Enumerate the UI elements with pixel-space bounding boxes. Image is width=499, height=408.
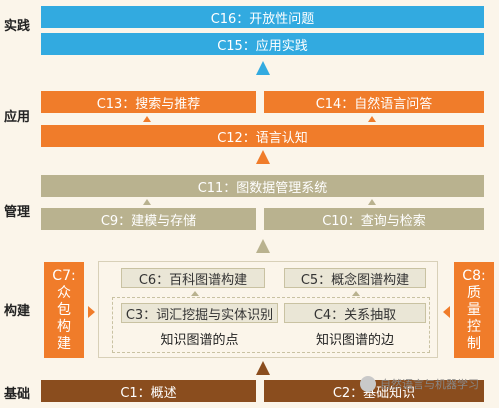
c7-label-0: C7:	[52, 267, 76, 284]
c8-label-3: 控	[467, 318, 481, 335]
c8-label-4: 制	[467, 335, 481, 352]
watermark-text: 自然语言与机器学习	[380, 378, 479, 391]
caption-kg-points: 知识图谱的点	[160, 332, 239, 348]
arrow-up-icon	[143, 116, 151, 122]
c8-label-0: C8:	[462, 267, 486, 284]
level-label-construction: 构建	[4, 303, 31, 319]
c9-modeling-storage: C9：建模与存储	[41, 208, 256, 230]
inner-dashed-frame	[112, 297, 430, 353]
c1-overview: C1：概述	[41, 380, 256, 402]
arrow-up-icon	[256, 239, 270, 253]
c6-encyclopedia-graph-construction: C6：百科图谱构建	[121, 268, 265, 288]
c2-fundamentals: C2：基础知识	[264, 380, 484, 402]
c14-nl-question-answering: C14：自然语言问答	[264, 91, 484, 113]
c10-query-retrieval: C10：查询与检索	[264, 208, 484, 230]
arrow-up-icon	[352, 291, 360, 296]
level-label-foundation: 基础	[4, 386, 31, 402]
c5-concept-graph-construction: C5：概念图谱构建	[284, 268, 426, 288]
watermark: 自然语言与机器学习	[360, 376, 479, 392]
c3-lexical-mining-entity-recognition: C3：词汇挖掘与实体识别	[121, 303, 278, 323]
c8-label-1: 质	[467, 284, 481, 301]
c15-application-practice: C15：应用实践	[41, 33, 484, 55]
arrow-up-icon	[191, 291, 199, 296]
c16-open-problems: C16：开放性问题	[41, 6, 484, 28]
c7-label-2: 包	[57, 301, 71, 318]
wechat-logo-icon	[360, 376, 376, 392]
c4-relation-extraction: C4：关系抽取	[284, 303, 426, 323]
arrow-up-icon	[368, 199, 376, 205]
c7-label-3: 构	[57, 318, 71, 335]
level-label-management: 管理	[4, 204, 31, 220]
c7-label-4: 建	[57, 335, 71, 352]
level-label-practice: 实践	[4, 18, 31, 34]
c7-label-1: 众	[57, 284, 71, 301]
arrow-right-icon	[88, 306, 95, 318]
arrow-up-icon	[368, 116, 376, 122]
c11-graph-data-management: C11：图数据管理系统	[41, 175, 484, 197]
arrow-up-icon	[256, 61, 270, 75]
c7-crowdsourcing-construction: C7: 众 包 构 建	[44, 262, 84, 358]
arrow-up-icon	[143, 199, 151, 205]
level-label-application: 应用	[4, 109, 31, 125]
c8-label-2: 量	[467, 301, 481, 318]
c8-quality-control: C8: 质 量 控 制	[454, 262, 494, 358]
c13-search-recommendation: C13：搜索与推荐	[41, 91, 256, 113]
caption-kg-edges: 知识图谱的边	[315, 332, 394, 348]
arrow-up-icon	[256, 361, 270, 375]
c12-language-cognition: C12：语言认知	[41, 125, 484, 147]
arrow-left-icon	[443, 306, 450, 318]
arrow-up-icon	[256, 150, 270, 164]
